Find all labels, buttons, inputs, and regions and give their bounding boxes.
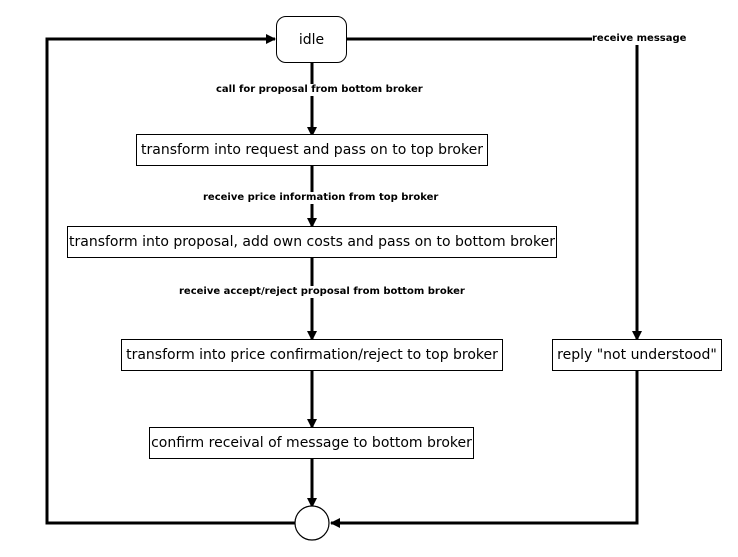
end-state-circle xyxy=(294,505,330,541)
transform-proposal-box: transform into proposal, add own costs a… xyxy=(67,226,557,258)
idle-state-label: idle xyxy=(298,31,325,48)
idle-state: idle xyxy=(276,16,347,63)
transform-confirmation-box: transform into price confirmation/reject… xyxy=(121,339,503,371)
edge-label-receive-message: receive message xyxy=(592,33,687,45)
edge-end-to-idle xyxy=(45,34,295,525)
edge-label-receive-price-info: receive price information from top broke… xyxy=(203,192,439,204)
transform-proposal-label: transform into proposal, add own costs a… xyxy=(69,234,555,250)
transform-confirmation-label: transform into price confirmation/reject… xyxy=(126,347,498,363)
reply-not-understood-box: reply "not understood" xyxy=(552,339,722,371)
transform-request-box: transform into request and pass on to to… xyxy=(136,134,488,166)
confirm-receival-box: confirm receival of message to bottom br… xyxy=(149,427,474,459)
edge-label-call-for-proposal: call for proposal from bottom broker xyxy=(216,84,423,96)
transform-request-label: transform into request and pass on to to… xyxy=(141,142,483,158)
reply-not-understood-label: reply "not understood" xyxy=(557,347,717,363)
confirm-receival-label: confirm receival of message to bottom br… xyxy=(151,435,472,451)
edge-label-receive-accept-reject: receive accept/reject proposal from bott… xyxy=(179,286,465,298)
edge-reply-to-end xyxy=(330,370,639,528)
